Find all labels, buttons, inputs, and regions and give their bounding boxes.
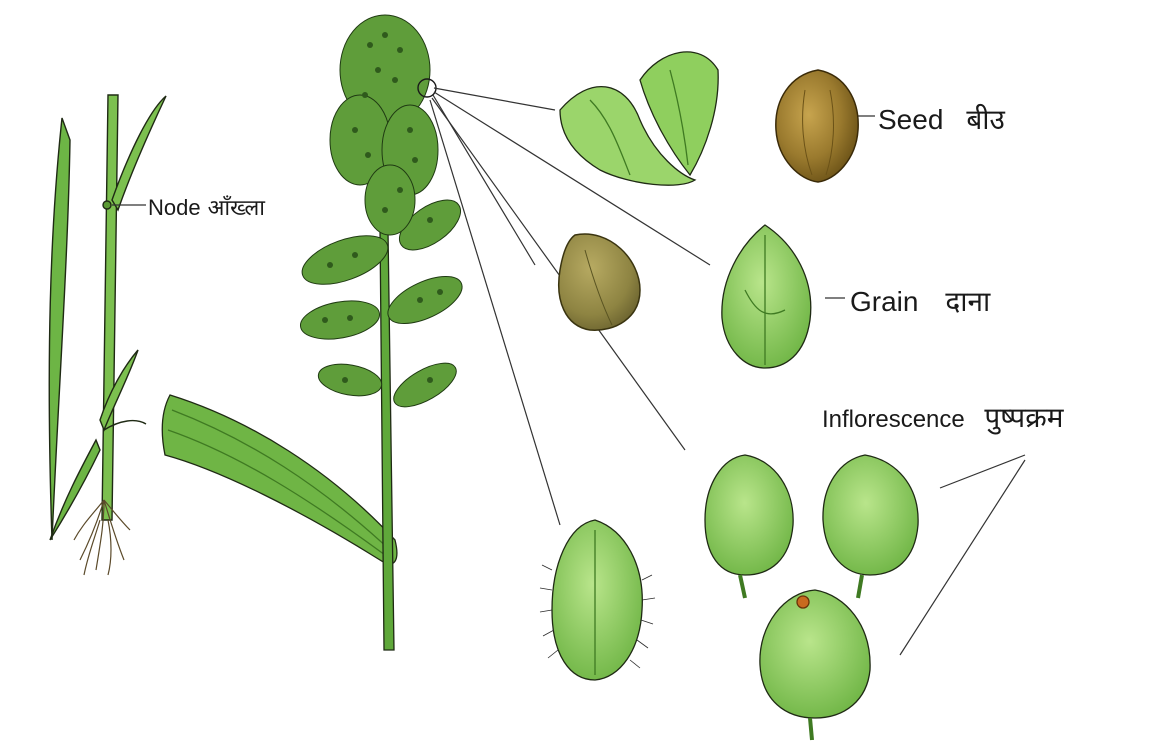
spikelet-pair [560, 52, 718, 185]
node-label: Node आँख्ला [148, 192, 265, 222]
node-marker [103, 201, 111, 209]
grain-label-np: दाना [945, 285, 990, 318]
whole-plant [49, 95, 166, 575]
seed-label: Seed बीउ [878, 100, 1005, 138]
panicle-plant [162, 15, 469, 650]
seed-label-en: Seed [878, 104, 943, 135]
grain-spikelet [722, 225, 811, 368]
seed-illustration [776, 70, 858, 182]
hairy-spikelet [540, 520, 655, 680]
inflorescence-label-en: Inflorescence [822, 406, 965, 433]
grain-label: Grain दाना [850, 282, 990, 320]
inflorescence-label-np: पुष्पक्रम [984, 401, 1063, 434]
grain-label-en: Grain [850, 286, 918, 317]
node-label-np: आँख्ला [208, 196, 265, 221]
node-label-en: Node [148, 195, 201, 220]
inflorescence-buds [705, 455, 918, 740]
seed-label-np: बीउ [966, 103, 1005, 136]
inflorescence-label: Inflorescence पुष्पक्रम [822, 398, 1063, 436]
grain-kernel [559, 234, 640, 330]
